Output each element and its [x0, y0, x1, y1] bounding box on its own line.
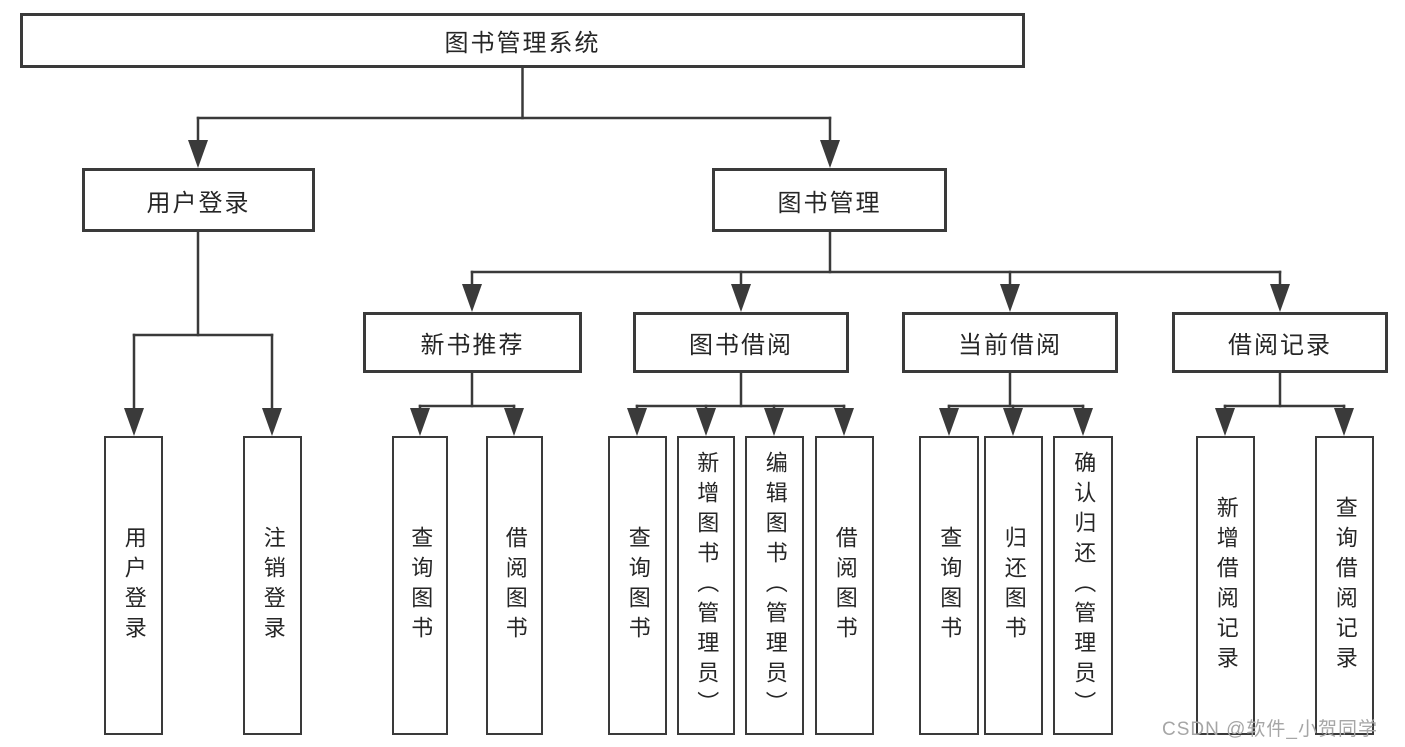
leaf-borrow-books-2: 借阅图书	[815, 436, 874, 735]
node-book-borrow-label: 图书借阅	[689, 332, 793, 359]
leaf-confirm-return-admin-label: 确认归还（管理员）	[1071, 450, 1097, 721]
leaf-add-borrow-record: 新增借阅记录	[1196, 436, 1255, 735]
connector-current-borrow-children	[939, 371, 1093, 436]
leaf-borrow-books-1: 借阅图书	[486, 436, 543, 735]
arrowhead	[1073, 408, 1093, 436]
leaf-borrow-books-2-label: 借阅图书	[832, 525, 858, 646]
leaf-query-books-2: 查询图书	[608, 436, 667, 735]
connector-borrow-records-children	[1215, 371, 1354, 436]
node-borrow-records-label: 借阅记录	[1228, 332, 1332, 359]
leaf-query-borrow-record-label: 查询借阅记录	[1332, 495, 1358, 676]
leaf-user-login-label: 用户登录	[121, 525, 147, 646]
arrowhead	[764, 408, 784, 436]
node-root-label: 图书管理系统	[444, 30, 601, 57]
arrowhead	[834, 408, 854, 436]
arrowhead	[820, 140, 840, 168]
leaf-query-books-1-label: 查询图书	[408, 525, 434, 646]
leaf-add-borrow-record-label: 新增借阅记录	[1213, 495, 1239, 676]
leaf-add-books-admin: 新增图书（管理员）	[677, 436, 735, 735]
arrowhead	[188, 140, 208, 168]
connector-root-to-level2	[188, 66, 840, 168]
arrowhead	[462, 284, 482, 312]
connector-new-book-children	[410, 371, 524, 436]
arrowhead	[1000, 284, 1020, 312]
leaf-query-books-3-label: 查询图书	[937, 525, 963, 646]
arrowhead	[124, 408, 144, 436]
arrowhead	[504, 408, 524, 436]
node-user-login-label: 用户登录	[146, 189, 251, 217]
arrowhead	[1215, 408, 1235, 436]
arrowhead	[1003, 408, 1023, 436]
leaf-query-books-2-label: 查询图书	[625, 525, 651, 646]
node-current-borrow-label: 当前借阅	[958, 332, 1062, 359]
connector-book-mgmt-to-level3	[462, 230, 1290, 312]
arrowhead	[939, 408, 959, 436]
leaf-logout-label: 注销登录	[260, 525, 286, 646]
node-book-mgmt: 图书管理	[712, 168, 947, 232]
node-borrow-records: 借阅记录	[1172, 312, 1388, 373]
leaf-query-borrow-record: 查询借阅记录	[1315, 436, 1374, 735]
node-book-borrow: 图书借阅	[633, 312, 849, 373]
node-new-book-recommend-label: 新书推荐	[420, 332, 525, 359]
leaf-edit-books-admin-label: 编辑图书（管理员）	[762, 450, 788, 721]
leaf-query-books-1: 查询图书	[392, 436, 448, 735]
arrowhead	[1270, 284, 1290, 312]
leaf-query-books-3: 查询图书	[919, 436, 979, 735]
leaf-user-login: 用户登录	[104, 436, 163, 735]
connector-user-login-children	[124, 230, 282, 436]
node-book-mgmt-label: 图书管理	[777, 189, 882, 217]
node-new-book-recommend: 新书推荐	[363, 312, 582, 373]
leaf-edit-books-admin: 编辑图书（管理员）	[745, 436, 804, 735]
node-user-login: 用户登录	[82, 168, 315, 232]
leaf-confirm-return-admin: 确认归还（管理员）	[1053, 436, 1113, 735]
leaf-return-books-label: 归还图书	[1001, 525, 1027, 646]
node-root: 图书管理系统	[20, 13, 1025, 68]
arrowhead	[410, 408, 430, 436]
leaf-borrow-books-1-label: 借阅图书	[502, 525, 528, 646]
node-current-borrow: 当前借阅	[902, 312, 1118, 373]
connector-book-borrow-children	[627, 371, 854, 436]
leaf-logout: 注销登录	[243, 436, 302, 735]
arrowhead	[262, 408, 282, 436]
leaf-return-books: 归还图书	[984, 436, 1043, 735]
watermark: CSDN @软件_小贺同学	[1162, 719, 1378, 740]
arrowhead	[627, 408, 647, 436]
arrowhead	[1334, 408, 1354, 436]
arrowhead	[696, 408, 716, 436]
leaf-add-books-admin-label: 新增图书（管理员）	[694, 450, 720, 721]
arrowhead	[731, 284, 751, 312]
